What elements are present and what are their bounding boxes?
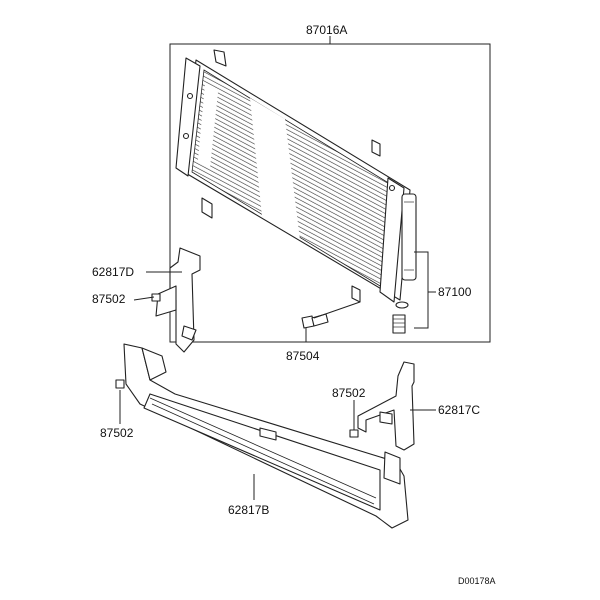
shroud[interactable] [123, 343, 409, 529]
label-clip-left-upper: 87502 [92, 292, 126, 306]
label-bolt: 87504 [286, 349, 320, 363]
label-bracket-right: 62817C [438, 403, 480, 417]
bracket-left[interactable] [155, 247, 201, 353]
label-condenser: 87016A [306, 23, 347, 37]
receiver-leader [414, 251, 429, 329]
label-clip-left-lower: 87502 [100, 426, 134, 440]
label-clip-right: 87502 [332, 386, 366, 400]
condenser-assembly[interactable] [175, 49, 411, 303]
bolt[interactable] [301, 313, 329, 329]
condenser-core [191, 69, 401, 293]
bracket-right[interactable] [357, 361, 415, 451]
clip-left-upper-leader [133, 296, 155, 301]
label-receiver: 87100 [438, 285, 472, 299]
label-shroud: 62817B [228, 503, 269, 517]
diagram-code: D00178A [458, 576, 496, 586]
receiver-dryer[interactable] [392, 193, 417, 334]
clip-left-lower[interactable] [115, 379, 125, 389]
clip-right[interactable] [349, 429, 359, 438]
label-bracket-left: 62817D [92, 265, 134, 279]
condenser-group-frame [169, 43, 491, 343]
